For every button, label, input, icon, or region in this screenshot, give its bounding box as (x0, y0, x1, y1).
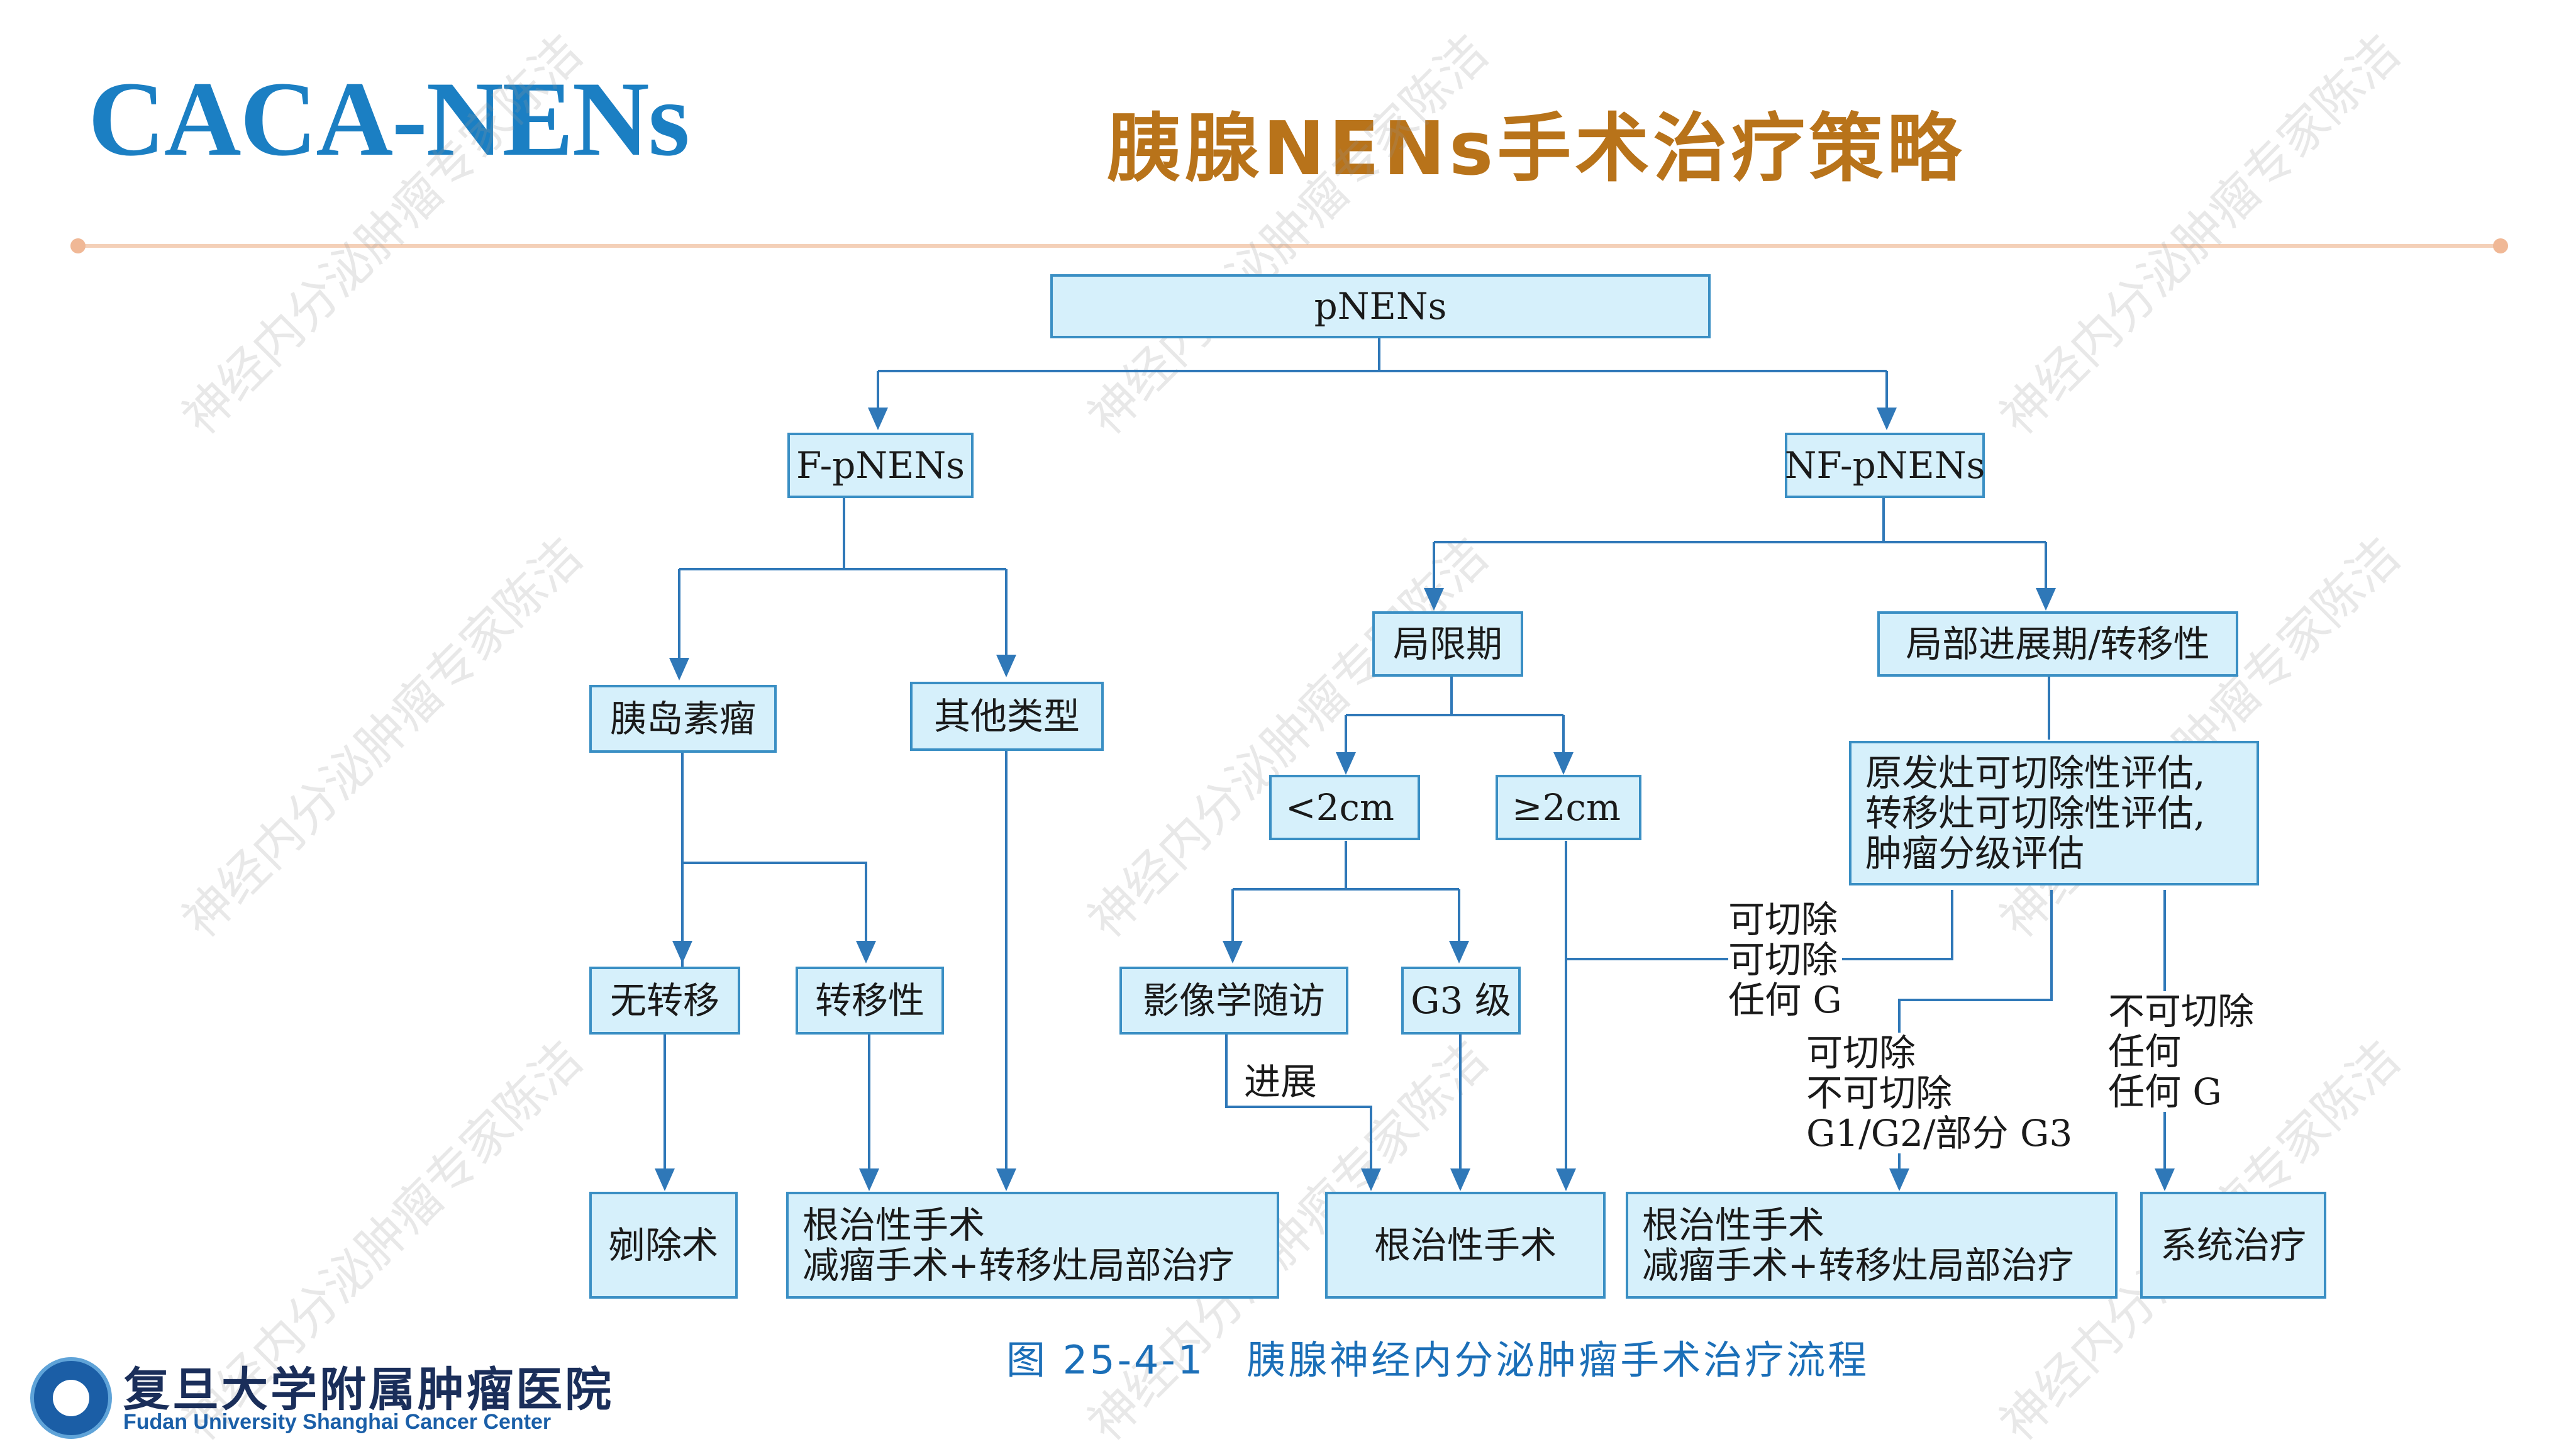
node-metastatic: 转移性 (796, 967, 944, 1035)
label-branch-partial-resectable: 可切除 不可切除 G1/G2/部分 G3 (1806, 1031, 2073, 1155)
node-no-metastasis: 无转移 (589, 967, 740, 1035)
figure-caption: 图 25-4-1 胰腺神经内分泌肿瘤手术治疗流程 (1006, 1337, 1870, 1383)
node-lt-2cm: <2cm (1269, 775, 1420, 840)
brand-title: CACA-NENs (88, 60, 690, 178)
connector-f-down (679, 497, 845, 570)
connector-insulinoma-bar (682, 862, 876, 963)
node-resectability-evaluation: 原发灶可切除性评估, 转移灶可切除性评估, 肿瘤分级评估 (1849, 741, 2259, 885)
hospital-logo: 复旦大学附属肿瘤医院 Fudan University Shanghai Can… (30, 1352, 659, 1446)
label-branch-resectable-any-grade: 可切除 可切除 任何 G (1728, 898, 1842, 1021)
node-other-types: 其他类型 (910, 682, 1104, 751)
divider-dot-right (2493, 238, 2508, 253)
hospital-name-en: Fudan University Shanghai Cancer Center (123, 1410, 552, 1434)
node-g3-grade: G3 级 (1401, 967, 1521, 1035)
connector-imaging-progress (1225, 1033, 1381, 1191)
node-systemic-therapy: 系统治疗 (2140, 1192, 2326, 1299)
node-insulinoma: 胰岛素瘤 (589, 685, 777, 753)
slide-title: 胰腺NENs手术治疗策略 (1107, 105, 1965, 192)
label-branch-unresectable: 不可切除 任何 任何 G (2108, 990, 2255, 1113)
node-enucleation: 剜除术 (589, 1192, 738, 1299)
node-radical-or-debulking-left: 根治性手术 减瘤手术+转移灶局部治疗 (786, 1192, 1279, 1299)
node-ge-2cm: ≥2cm (1496, 775, 1641, 840)
node-f-pnens: F-pNENs (787, 433, 974, 498)
divider-dot-left (70, 238, 86, 253)
node-radical-surgery: 根治性手术 (1325, 1192, 1606, 1299)
connector-eval-branch-a (1566, 890, 1953, 960)
node-localized: 局限期 (1372, 611, 1523, 677)
label-progression: 进展 (1244, 1060, 1318, 1103)
node-advanced-metastatic: 局部进展期/转移性 (1877, 611, 2238, 677)
node-imaging-followup: 影像学随访 (1119, 967, 1348, 1035)
hospital-name-cn: 复旦大学附属肿瘤医院 (123, 1363, 614, 1417)
evaluation-text: 原发灶可切除性评估, 转移灶可切除性评估, 肿瘤分级评估 (1865, 752, 2206, 875)
header-divider (78, 244, 2503, 248)
hospital-emblem-icon (30, 1357, 112, 1439)
node-radical-or-debulking-right: 根治性手术 减瘤手术+转移灶局部治疗 (1626, 1192, 2118, 1299)
node-nf-pnens: NF-pNENs (1785, 433, 1985, 498)
node-pnens: pNENs (1050, 274, 1711, 338)
